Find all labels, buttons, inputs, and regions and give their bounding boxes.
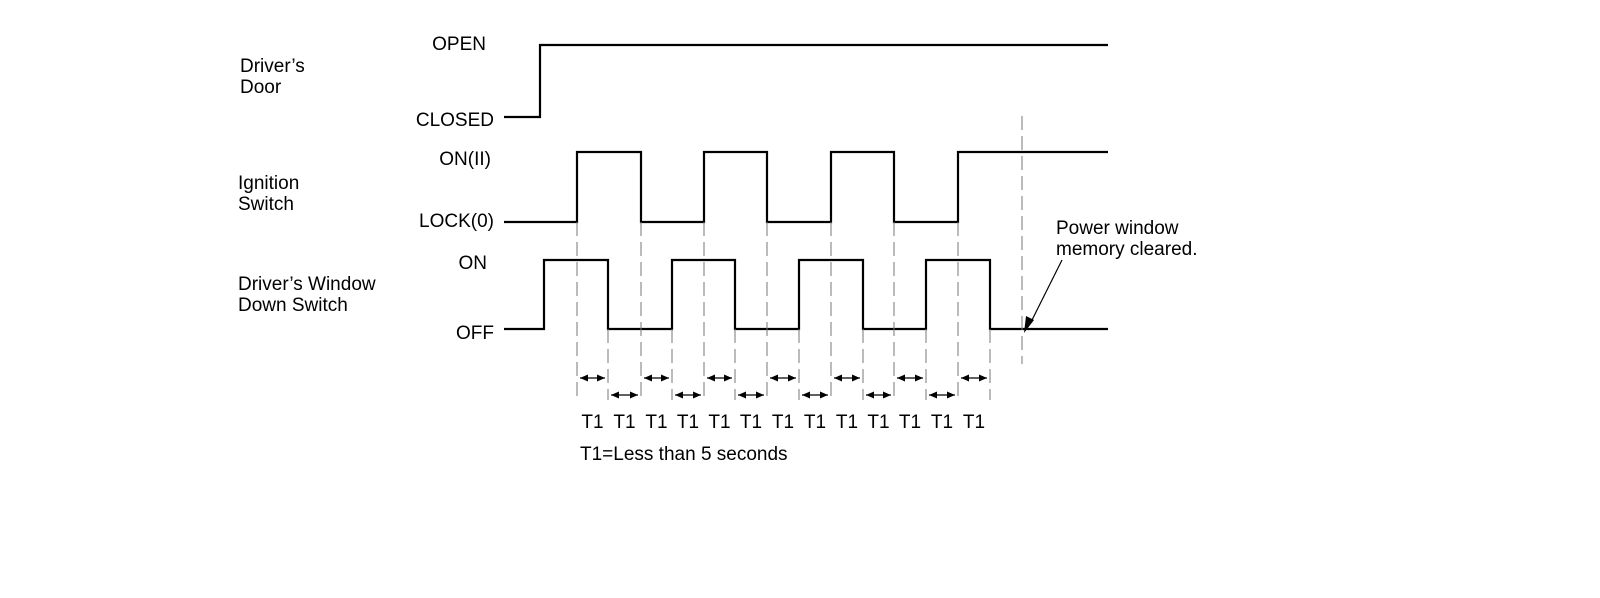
- door-signal-group: Driver’s Door OPEN CLOSED: [240, 34, 1108, 131]
- ignition-name-line-2: Switch: [238, 194, 294, 215]
- door-name-line-2: Door: [240, 77, 282, 98]
- window-switch-signal-group: Driver’s Window Down Switch ON OFF: [238, 253, 1108, 344]
- interval-arrow: [770, 374, 796, 382]
- window-high-label: ON: [459, 253, 488, 274]
- interval-label: T1: [963, 412, 985, 433]
- interval-arrow: [611, 391, 638, 399]
- interval-label: T1: [899, 412, 921, 433]
- interval-arrow: [897, 374, 923, 382]
- door-waveform: [504, 43, 1108, 119]
- ignition-waveform: [504, 150, 1108, 224]
- interval-label: T1: [867, 412, 889, 433]
- interval-arrow: [644, 374, 669, 382]
- interval-labels: T1 T1 T1 T1 T1 T1 T1 T1 T1 T1 T1 T1 T1: [581, 412, 985, 433]
- interval-label: T1: [804, 412, 826, 433]
- door-high-label: OPEN: [432, 34, 486, 55]
- callout-line-1: Power window: [1056, 218, 1179, 239]
- door-low-label: CLOSED: [416, 110, 494, 131]
- transition-markers: [576, 116, 1023, 400]
- interval-label: T1: [613, 412, 635, 433]
- interval-arrow: [675, 391, 701, 399]
- interval-arrow: [929, 391, 955, 399]
- interval-label: T1: [740, 412, 762, 433]
- ignition-signal-group: Ignition Switch ON(II) LOCK(0): [238, 149, 1108, 232]
- ignition-low-label: LOCK(0): [419, 211, 494, 232]
- interval-arrow: [738, 391, 764, 399]
- memory-cleared-callout: Power window memory cleared.: [1024, 218, 1198, 333]
- interval-arrow: [866, 391, 891, 399]
- interval-label: T1: [772, 412, 794, 433]
- ignition-name-line-1: Ignition: [238, 173, 299, 194]
- window-low-label: OFF: [456, 323, 494, 344]
- interval-label: T1: [645, 412, 667, 433]
- interval-label: T1: [708, 412, 730, 433]
- interval-arrow: [834, 374, 860, 382]
- interval-label: T1: [836, 412, 858, 433]
- interval-label: T1: [931, 412, 953, 433]
- window-name-line-2: Down Switch: [238, 295, 348, 316]
- window-name-line-1: Driver’s Window: [238, 274, 376, 295]
- interval-arrow: [580, 374, 605, 382]
- interval-arrow: [802, 391, 828, 399]
- callout-leader-line: [1030, 259, 1063, 323]
- interval-arrow: [961, 374, 987, 382]
- interval-arrows: [580, 374, 987, 399]
- callout-line-2: memory cleared.: [1056, 239, 1198, 260]
- interval-note: T1=Less than 5 seconds: [580, 444, 788, 465]
- ignition-high-label: ON(II): [439, 149, 491, 170]
- interval-label: T1: [581, 412, 603, 433]
- window-switch-waveform: [504, 258, 1108, 331]
- callout-arrowhead: [1024, 316, 1034, 333]
- interval-arrow: [707, 374, 732, 382]
- door-name-line-1: Driver’s: [240, 56, 305, 77]
- interval-label: T1: [677, 412, 699, 433]
